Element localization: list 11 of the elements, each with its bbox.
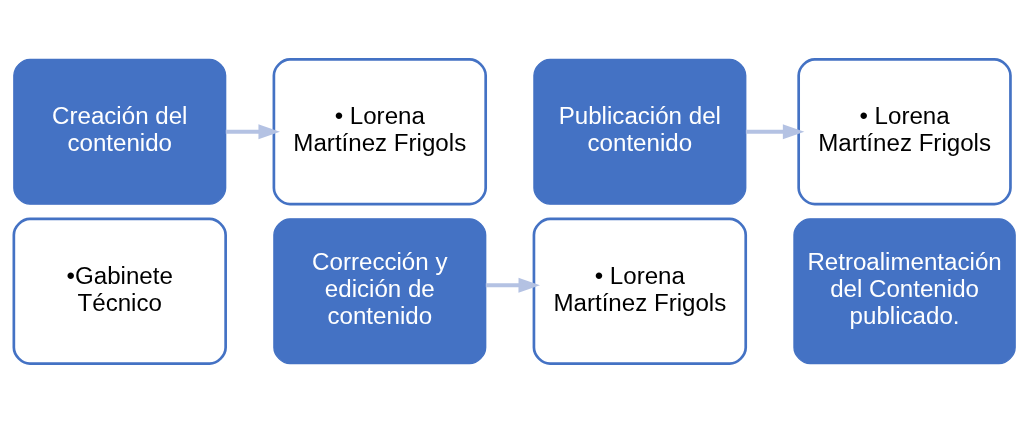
node-box: • Lorena Martínez Frigols [272,58,487,206]
node-box: Corrección y edición de contenido [273,218,487,365]
arrow [485,277,540,293]
node-box: • Lorena Martínez Frigols [797,58,1012,206]
node-box: Retroalimentación del Contenido publicado. [793,218,1016,365]
node-box: Publicación del contenido [533,58,747,205]
node-box: •Gabinete Técnico [12,217,227,365]
node-box: • Lorena Martínez Frigols [532,217,748,365]
arrow [745,124,805,140]
arrow [225,124,280,140]
node-box: Creación del contenido [13,58,227,205]
